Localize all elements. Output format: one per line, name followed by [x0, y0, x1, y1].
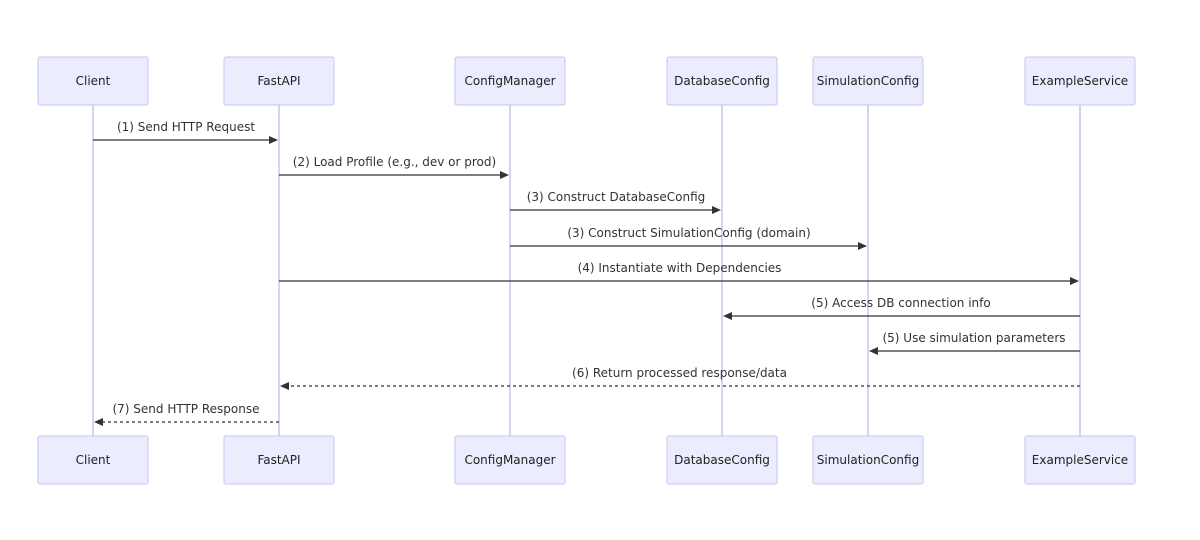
participant-exampleservice-bottom: ExampleService	[1024, 435, 1136, 485]
message-3: (3) Construct DatabaseConfig	[510, 190, 721, 214]
arrowhead-icon	[712, 206, 721, 214]
message-label: (6) Return processed response/data	[572, 366, 787, 380]
participant-label: DatabaseConfig	[674, 74, 770, 88]
message-1: (1) Send HTTP Request	[93, 120, 278, 144]
message-label: (3) Construct SimulationConfig (domain)	[567, 226, 810, 240]
participant-client-bottom: Client	[37, 435, 149, 485]
message-5: (4) Instantiate with Dependencies	[279, 261, 1079, 285]
participant-databaseconfig-top: DatabaseConfig	[666, 56, 778, 106]
arrowhead-icon	[94, 418, 103, 426]
participant-label: SimulationConfig	[817, 453, 919, 467]
participant-label: DatabaseConfig	[674, 453, 770, 467]
message-label: (4) Instantiate with Dependencies	[578, 261, 782, 275]
message-label: (2) Load Profile (e.g., dev or prod)	[293, 155, 496, 169]
participant-box	[37, 56, 149, 106]
arrowhead-icon	[280, 382, 289, 390]
participant-box	[666, 435, 778, 485]
message-9: (7) Send HTTP Response	[94, 402, 279, 426]
message-label: (5) Access DB connection info	[811, 296, 990, 310]
message-6: (5) Access DB connection info	[723, 296, 1080, 320]
arrowhead-icon	[1070, 277, 1079, 285]
participant-box	[812, 435, 924, 485]
participant-configmanager-top: ConfigManager	[454, 56, 566, 106]
message-label: (5) Use simulation parameters	[882, 331, 1065, 345]
message-label: (7) Send HTTP Response	[112, 402, 259, 416]
message-7: (5) Use simulation parameters	[869, 331, 1080, 355]
message-label: (1) Send HTTP Request	[117, 120, 255, 134]
participant-databaseconfig-bottom: DatabaseConfig	[666, 435, 778, 485]
participant-box	[223, 435, 335, 485]
participant-configmanager-bottom: ConfigManager	[454, 435, 566, 485]
participant-fastapi-bottom: FastAPI	[223, 435, 335, 485]
participants-top: Client FastAPI ConfigManager DatabaseConfig…	[37, 56, 1136, 106]
participant-label: ConfigManager	[464, 453, 555, 467]
arrowhead-icon	[869, 347, 878, 355]
participant-simulationconfig-top: SimulationConfig	[812, 56, 924, 106]
message-2: (2) Load Profile (e.g., dev or prod)	[279, 155, 509, 179]
arrowhead-icon	[269, 136, 278, 144]
participant-client-top: Client	[37, 56, 149, 106]
participant-label: Client	[76, 74, 111, 88]
arrowhead-icon	[500, 171, 509, 179]
participant-box	[1024, 56, 1136, 106]
participant-box	[666, 56, 778, 106]
participant-label: ExampleService	[1032, 453, 1128, 467]
participant-exampleservice-top: ExampleService	[1024, 56, 1136, 106]
participant-box	[454, 56, 566, 106]
arrowhead-icon	[723, 312, 732, 320]
participant-box	[812, 56, 924, 106]
message-4: (3) Construct SimulationConfig (domain)	[510, 226, 867, 250]
participant-label: FastAPI	[257, 74, 300, 88]
participant-fastapi-top: FastAPI	[223, 56, 335, 106]
lifelines	[92, 105, 1081, 436]
arrowhead-icon	[858, 242, 867, 250]
participant-simulationconfig-bottom: SimulationConfig	[812, 435, 924, 485]
participant-label: FastAPI	[257, 453, 300, 467]
message-label: (3) Construct DatabaseConfig	[527, 190, 706, 204]
message-8: (6) Return processed response/data	[280, 366, 1080, 390]
participants-bottom: Client FastAPI ConfigManager DatabaseConfig…	[37, 435, 1136, 485]
participant-label: Client	[76, 453, 111, 467]
participant-box	[37, 435, 149, 485]
messages: (1) Send HTTP Request (2) Load Profile (e…	[93, 120, 1080, 426]
participant-box	[1024, 435, 1136, 485]
participant-box	[454, 435, 566, 485]
participant-label: ExampleService	[1032, 74, 1128, 88]
participant-label: SimulationConfig	[817, 74, 919, 88]
participant-label: ConfigManager	[464, 74, 555, 88]
participant-box	[223, 56, 335, 106]
